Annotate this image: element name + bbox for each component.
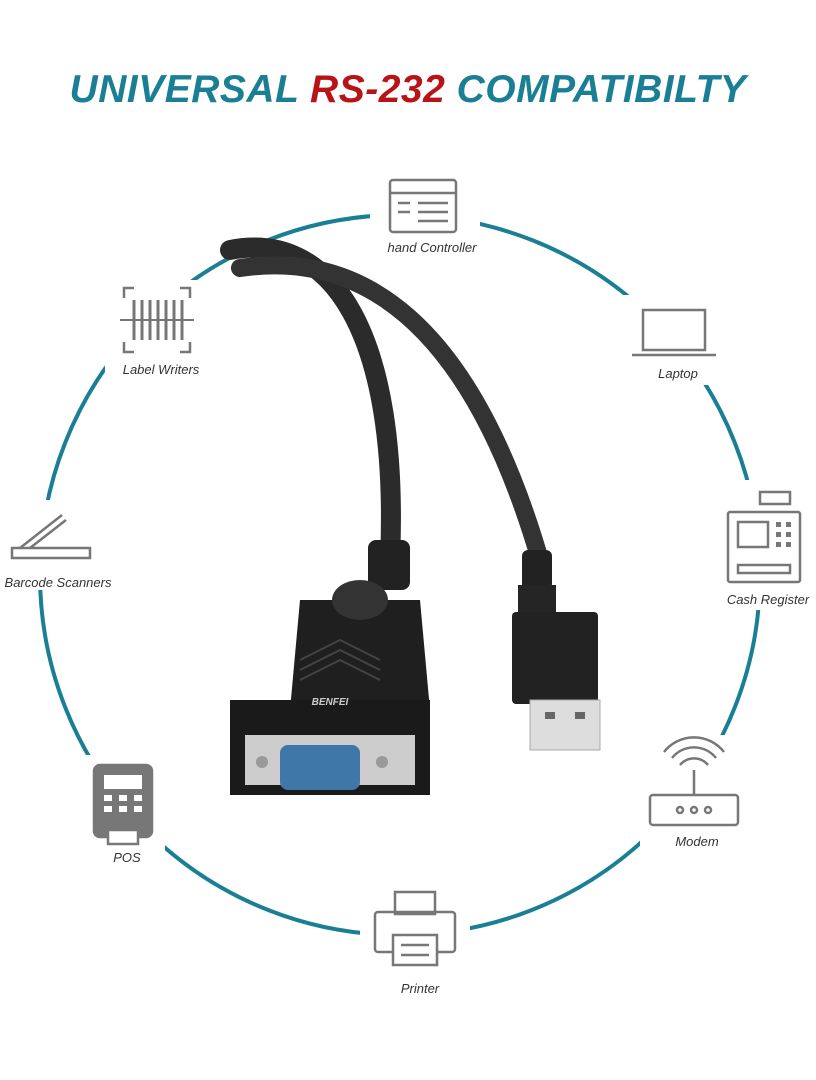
usb-connector: [512, 550, 601, 751]
barcode-scanner-icon: [10, 514, 92, 560]
device-label-label-writers: Label Writers: [122, 362, 200, 377]
device-label-hand-controller: hand Controller: [387, 240, 477, 255]
device-label-laptop: Laptop: [658, 366, 698, 381]
db9-connector: BENFEI: [230, 540, 430, 795]
title-part-2: RS-232: [310, 68, 446, 111]
device-label-barcode-scanners: Barcode Scanners: [4, 575, 112, 590]
printer-icon: [373, 890, 457, 967]
device-label-pos: POS: [113, 850, 141, 865]
laptop-icon: [632, 308, 716, 357]
cables: [220, 237, 549, 570]
brand-logo: BENFEI: [312, 697, 349, 708]
cash-register-icon: [726, 490, 802, 584]
label-writer-icon: [120, 286, 194, 354]
device-label-modem: Modem: [675, 834, 719, 849]
pos-icon: [92, 763, 154, 846]
device-label-cash-register: Cash Register: [726, 592, 810, 607]
device-label-printer: Printer: [400, 981, 440, 996]
page-title: UNIVERSAL RS-232 COMPATIBILTY: [0, 68, 816, 112]
modem-icon: [648, 736, 740, 827]
hand-controller-icon: [388, 178, 458, 234]
title-part-1: UNIVERSAL: [69, 68, 299, 111]
title-part-3: COMPATIBILTY: [456, 68, 747, 111]
